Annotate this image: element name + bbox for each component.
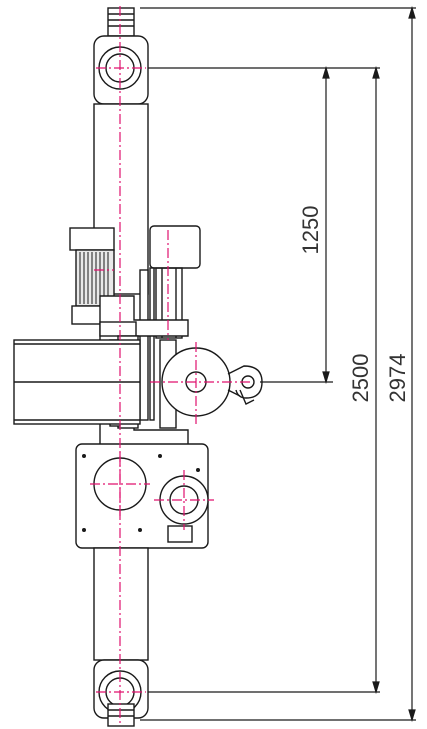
machine-outline	[13, 7, 263, 727]
bottom-coupling	[107, 703, 135, 727]
dimension-2500: 2500	[348, 354, 373, 403]
dimension-2974: 2974	[385, 354, 410, 403]
hook-upper-block	[149, 225, 201, 269]
top-coupling	[107, 7, 135, 37]
lower-girder	[93, 547, 149, 661]
centerlines	[90, 6, 250, 726]
dimension-lines	[140, 5, 416, 723]
dimension-1250: 1250	[298, 206, 323, 255]
motor-top-block	[69, 227, 115, 251]
